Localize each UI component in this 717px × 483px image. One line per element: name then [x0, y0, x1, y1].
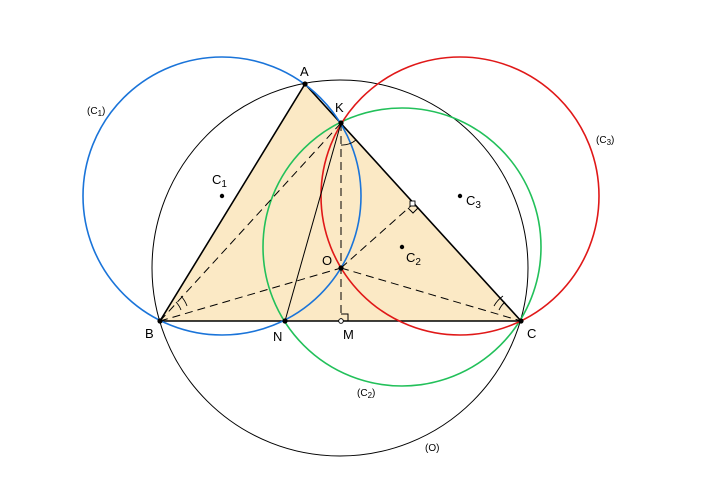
label-center-c3-main: C: [466, 193, 475, 208]
label-k: K: [335, 100, 344, 115]
label-circle-o: (O): [425, 443, 439, 454]
line-n-k: [284, 122, 342, 322]
circle-c3: [320, 56, 600, 336]
point-a: [302, 81, 308, 87]
angle-arc-k: [340, 139, 357, 146]
point-b: [157, 318, 163, 324]
label-circle-c1-open: (C: [87, 106, 98, 117]
angle-arc-c-1: [493, 295, 504, 307]
point-o: [338, 265, 344, 271]
point-k: [338, 120, 344, 126]
point-c: [518, 318, 524, 324]
circle-c1: [82, 56, 362, 336]
point-foot-ac: [409, 200, 416, 207]
angle-arc-b-2: [175, 301, 182, 311]
label-center-c2-sub: 2: [415, 257, 421, 268]
line-b-o: [159, 267, 342, 322]
label-circle-c3-sub: 3: [607, 138, 612, 147]
label-center-c2-main: C: [406, 250, 415, 265]
circle-c2: [262, 107, 542, 387]
line-o-foot: [340, 203, 414, 269]
label-a: A: [300, 64, 309, 79]
angle-arc-c-2: [498, 301, 506, 311]
label-circle-c2-open: (C: [357, 388, 368, 399]
label-circle-c2-close: ): [372, 388, 375, 399]
point-c3: [457, 193, 463, 199]
label-center-c3: C3: [466, 193, 481, 211]
label-center-c2: C2: [406, 250, 421, 268]
line-b-k: [159, 122, 342, 322]
label-center-c1: C1: [212, 172, 227, 190]
label-center-c3-sub: 3: [475, 200, 481, 211]
label-b: B: [145, 326, 154, 341]
label-circle-c3-close: ): [611, 135, 614, 146]
label-circle-c1: (C1): [87, 106, 105, 118]
label-circle-c2: (C2): [357, 388, 375, 400]
circle-o: [151, 79, 529, 457]
label-circle-c3: (C3): [596, 135, 614, 147]
angle-marks: [175, 139, 506, 311]
dashed-lines: [159, 122, 522, 322]
label-center-c1-main: C: [212, 172, 221, 187]
label-circle-c1-close: ): [102, 106, 105, 117]
point-n: [282, 318, 288, 324]
label-n: N: [273, 329, 282, 344]
label-m: M: [343, 327, 354, 342]
point-c1: [219, 193, 225, 199]
line-o-c: [340, 267, 522, 322]
label-c: C: [527, 326, 536, 341]
right-angle-m: [341, 313, 349, 321]
label-circle-c3-open: (C: [596, 135, 607, 146]
point-m: [338, 318, 344, 324]
label-center-c1-sub: 1: [221, 179, 227, 190]
label-o: O: [322, 253, 332, 268]
right-angle-ac: [407, 207, 419, 214]
points: [157, 81, 524, 324]
label-circle-c1-sub: 1: [98, 109, 103, 118]
point-c2: [399, 244, 405, 250]
label-circle-c2-sub: 2: [368, 391, 373, 400]
angle-arc-b-1: [180, 295, 188, 307]
